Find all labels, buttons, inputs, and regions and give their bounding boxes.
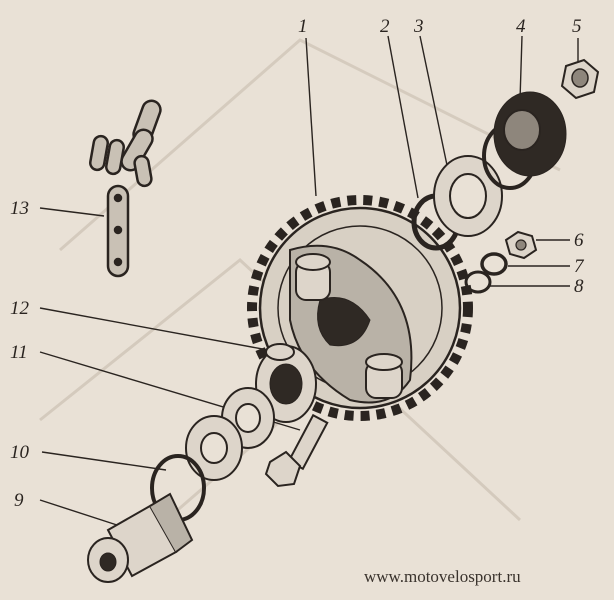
spring-washer-part xyxy=(480,252,508,276)
label-12: 12 xyxy=(10,298,30,319)
label-9: 9 xyxy=(14,490,24,511)
flat-washer-part xyxy=(464,270,492,294)
bolt-part xyxy=(264,413,329,488)
label-7: 7 xyxy=(574,256,585,277)
axle-part xyxy=(87,492,194,583)
washer-part-pair xyxy=(185,387,275,481)
sprocket-part xyxy=(247,195,473,421)
nut-part-small xyxy=(504,230,538,260)
label-1: 1 xyxy=(298,16,308,37)
cover-cap-part xyxy=(482,91,567,190)
bearing-part xyxy=(433,155,503,237)
label-3: 3 xyxy=(413,16,424,37)
label-11: 11 xyxy=(10,342,28,363)
label-4: 4 xyxy=(516,16,526,37)
nut-part-large xyxy=(560,58,600,100)
label-13: 13 xyxy=(10,198,29,219)
label-6: 6 xyxy=(574,230,584,251)
label-10: 10 xyxy=(10,442,30,463)
label-2: 2 xyxy=(380,16,390,37)
watermark-text: www.motovelosport.ru xyxy=(364,567,521,586)
label-5: 5 xyxy=(572,16,582,37)
label-8: 8 xyxy=(574,276,584,297)
chain-links-part xyxy=(89,99,162,278)
part-labels: 1 2 3 4 5 6 7 8 9 10 11 12 13 xyxy=(10,16,585,511)
